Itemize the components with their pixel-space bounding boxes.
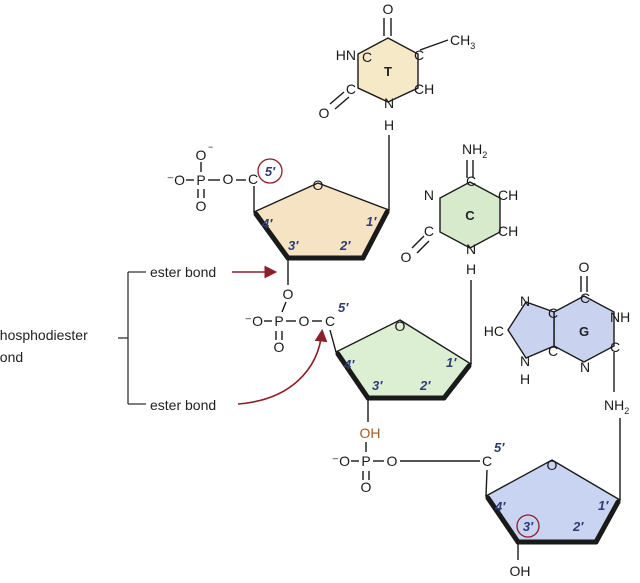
sugar2-c2: 2′ bbox=[419, 378, 431, 393]
guanine-n-bottom5: N bbox=[520, 353, 530, 369]
guanine-c-top: C bbox=[580, 290, 590, 306]
sugar2-c1: 1′ bbox=[446, 355, 457, 370]
sugar2-o: O bbox=[395, 318, 406, 334]
thymine-methyl: CH3 bbox=[450, 32, 475, 51]
phosphate2-o-bottom: O bbox=[274, 339, 285, 355]
cytosine-nh2: NH2 bbox=[462, 141, 487, 160]
sugar1-c4: 4′ bbox=[261, 216, 273, 231]
sugar3-c5: 5′ bbox=[494, 440, 505, 455]
guanine-c-tl: C bbox=[548, 305, 558, 321]
phosphate3-o-bottom: O bbox=[361, 479, 372, 495]
phosphate2-p: P bbox=[274, 313, 283, 329]
sugar-2: O 4′ 1′ 3′ 2′ OH bbox=[329, 318, 473, 441]
guanine-c-bl: C bbox=[548, 343, 558, 359]
sugar3-o: O bbox=[547, 457, 558, 473]
cytosine-base: C NH2 N C CH CH N H C O bbox=[401, 141, 518, 364]
phosphate1-p: P bbox=[196, 172, 205, 188]
sugar2-c3: 3′ bbox=[372, 378, 383, 393]
thymine-c-lower: C bbox=[346, 81, 356, 97]
thymine-letter: T bbox=[384, 64, 392, 79]
ester-bond-label-bottom: ester bond bbox=[150, 397, 216, 413]
phosphate-2: P ⁻O O C 5′ O bbox=[245, 300, 350, 355]
cytosine-n-bottom: N bbox=[466, 241, 476, 257]
guanine-letter: G bbox=[579, 324, 589, 339]
guanine-base: G O C NH C N C C N HC N H NH2 bbox=[484, 259, 630, 500]
cytosine-letter: C bbox=[465, 208, 475, 223]
sugar2-oh: OH bbox=[360, 425, 381, 441]
cytosine-ring bbox=[439, 181, 501, 249]
cytosine-n-left: N bbox=[424, 187, 434, 203]
sugar2-c4: 4′ bbox=[343, 357, 355, 372]
sugar3-c4: 4′ bbox=[494, 499, 506, 514]
phosphodiester-label-line2: bond bbox=[0, 349, 23, 365]
sugar1-c3: 3′ bbox=[288, 238, 299, 253]
ester-arrow-bottom bbox=[237, 328, 328, 405]
phosphodiester-label-line1: phosphodiester bbox=[0, 327, 88, 343]
phosphate1-o-left: ⁻O bbox=[167, 172, 185, 188]
phosphate1-o-top: O bbox=[196, 147, 207, 163]
guanine-n-top5: N bbox=[520, 293, 530, 309]
thymine-n: N bbox=[384, 95, 394, 111]
phosphate1-o-bottom: O bbox=[196, 198, 207, 214]
ester-bond-label-top: ester bond bbox=[150, 264, 216, 280]
sugar3-oh: OH bbox=[510, 563, 531, 579]
annotation-bracket bbox=[118, 271, 146, 405]
thymine-c-right: C bbox=[414, 47, 424, 63]
guanine-n-bottom: N bbox=[580, 359, 590, 375]
cytosine-h: H bbox=[466, 261, 476, 277]
sugar2-c5: 5′ bbox=[338, 300, 349, 315]
phosphate3-p: P bbox=[361, 453, 370, 469]
thymine-o-lower: O bbox=[319, 105, 330, 121]
guanine-ring5 bbox=[507, 301, 555, 359]
sugar1-c5-carbon: C bbox=[248, 171, 258, 187]
thymine-ring bbox=[357, 37, 419, 103]
phosphate3-o-left: ⁻O bbox=[332, 453, 350, 469]
guanine-hc: HC bbox=[484, 323, 504, 339]
sugar1-c1: 1′ bbox=[366, 214, 377, 229]
phosphate-3: P ⁻O O C 5′ O bbox=[332, 440, 506, 495]
thymine-h: H bbox=[384, 117, 394, 133]
cytosine-ch-bottom: CH bbox=[498, 223, 518, 239]
guanine-o: O bbox=[579, 259, 590, 275]
thymine-base: T O CH3 HN C C CH N H C O bbox=[319, 1, 475, 210]
phosphate1-o-ester: O bbox=[223, 171, 234, 187]
guanine-c-right: C bbox=[610, 339, 620, 355]
sugar1-o3: O bbox=[283, 286, 294, 302]
thymine-c-left: C bbox=[362, 49, 372, 65]
sugar3-c2: 2′ bbox=[572, 519, 584, 534]
guanine-h: H bbox=[520, 371, 530, 387]
cytosine-ch-top: CH bbox=[498, 187, 518, 203]
sugar1-o: O bbox=[313, 177, 324, 193]
cytosine-c-left: C bbox=[424, 223, 434, 239]
guanine-nh2: NH2 bbox=[604, 397, 629, 416]
sugar3-c3-circled: 3′ bbox=[523, 519, 534, 534]
cytosine-c-top: C bbox=[466, 173, 476, 189]
sugar2-c5-carbon: C bbox=[325, 313, 335, 329]
thymine-hn: HN bbox=[336, 47, 356, 63]
sugar1-c5-circled: 5′ bbox=[265, 164, 276, 179]
guanine-nh: NH bbox=[610, 309, 630, 325]
sugar3-c5-carbon: C bbox=[482, 453, 492, 469]
sugar-1: O 4′ 1′ 3′ 2′ C 5′ O P ⁻O O − O O bbox=[167, 142, 390, 313]
sugar1-c2: 2′ bbox=[339, 238, 351, 253]
cytosine-o: O bbox=[401, 249, 412, 265]
sugar3-c1: 1′ bbox=[598, 498, 609, 513]
sugar-3: O 4′ 1′ 3′ 2′ OH bbox=[484, 457, 621, 579]
phosphate3-o-ester: O bbox=[387, 453, 398, 469]
thymine-o-top: O bbox=[383, 1, 394, 17]
phosphate1-o-top-charge: − bbox=[208, 142, 213, 152]
phosphate2-o-ester: O bbox=[299, 313, 310, 329]
phosphate2-o-left: ⁻O bbox=[245, 313, 263, 329]
thymine-ch: CH bbox=[414, 81, 434, 97]
